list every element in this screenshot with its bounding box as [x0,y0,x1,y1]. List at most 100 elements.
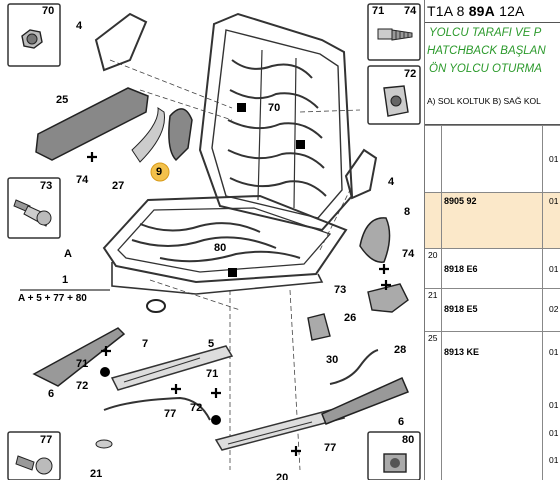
table-row[interactable]: 20 8918 E6 01 [425,248,560,288]
strap-27 [131,106,165,163]
plus-marker-icon [87,152,391,456]
callout-4-top[interactable]: 4 [76,20,83,32]
catalog-header: T1A 8 89A 12A [427,3,525,19]
code-bold: 89A [468,3,495,19]
inset-label-70: 70 [42,5,55,17]
row-quantity: 01 [549,196,559,206]
inset-label-71: 71 [372,5,385,17]
row-number: 21 [428,290,438,300]
side-trim-6-right [321,377,409,425]
parts-diagram: 70 71 74 72 73 77 80 4 25 70 74 27 9 4 8… [7,3,421,480]
side-legend: A) SOL KOLTUK B) SAĞ KOL [427,96,541,106]
parts-list-panel: T1A 8 89A 12A YOLCU TARAFI VE P HATCHBAC… [424,0,560,480]
ring-7 [146,299,166,313]
group-label-1: 1 [62,274,69,286]
part-number: 8913 KE [444,347,480,357]
seat-rails [103,345,346,451]
inset-nut-70[interactable] [7,3,61,67]
side-trim-6-left [32,327,126,387]
callout-27[interactable]: 27 [112,180,125,192]
callout-A[interactable]: A [64,248,72,260]
callout-6-right[interactable]: 6 [398,416,405,428]
row-quantity: 01 [549,264,559,274]
callout-72-mid[interactable]: 72 [190,402,203,414]
inset-bolt-77[interactable] [7,431,61,480]
callout-6-left[interactable]: 6 [48,388,55,400]
bracket-30 [307,313,331,341]
bracket-4-right [344,148,378,200]
bolt-icon [13,199,52,227]
inset-label-77: 77 [40,434,53,446]
inset-label-80: 80 [402,434,415,446]
inset-cage-nut-80[interactable] [367,431,421,480]
callout-71-mid[interactable]: 71 [206,368,219,380]
inset-label-73: 73 [40,180,53,192]
table-row[interactable]: 25 8913 KE 01 01 01 01 [425,331,560,480]
square-marker-icon [228,103,305,277]
cover-26 [367,283,409,313]
circle-marker-9 [150,162,170,182]
callout-5[interactable]: 5 [208,338,215,350]
column-divider [542,125,543,480]
callout-80[interactable]: 80 [214,242,227,254]
note-line-1: YOLCU TARAFI VE P [429,27,542,39]
table-row[interactable]: 01 [425,125,560,192]
callout-30[interactable]: 30 [326,354,339,366]
callout-28[interactable]: 28 [394,344,407,356]
header-divider [425,22,560,23]
callout-70[interactable]: 70 [268,102,281,114]
callout-74-right[interactable]: 74 [402,248,415,260]
cage-nut-icon [383,453,407,473]
row-quantity: 02 [549,304,559,314]
callout-20[interactable]: 20 [276,472,289,480]
row-number: 25 [428,333,438,343]
note-line-2: HATCHBACK BAŞLAN [427,45,546,57]
nut-icon [21,29,43,49]
row-quantity: 01 [549,347,559,357]
dot-marker-icon [100,367,221,425]
callout-4-right[interactable]: 4 [388,176,395,188]
inset-label-72: 72 [404,68,417,80]
part-number: 8918 E6 [444,264,478,274]
plate-icon [383,85,409,117]
code-suffix: 12A [499,3,525,19]
cable-28 [329,349,379,385]
group-formula: A + 5 + 77 + 80 [18,293,87,304]
table-row[interactable]: 21 8918 E5 02 [425,288,560,331]
table-row-selected[interactable]: 8905 92 01 [425,192,560,248]
row-quantity: 01 [549,400,559,410]
note-line-3: ÖN YOLCU OTURMA [429,63,542,75]
table-top-border [425,124,560,125]
screw-icon [377,28,413,41]
callout-77-right[interactable]: 77 [324,442,337,454]
side-trim-25 [35,87,149,161]
callout-layer: 70 71 74 72 73 77 80 4 25 70 74 27 9 4 8… [18,5,417,480]
part-number: 8918 E5 [444,304,478,314]
lever-9 [168,108,193,162]
callout-73[interactable]: 73 [334,284,347,296]
callout-72-left[interactable]: 72 [76,380,89,392]
callout-21[interactable]: 21 [90,468,103,480]
callout-26[interactable]: 26 [344,312,357,324]
inset-screw-71-74[interactable] [367,3,421,61]
inset-plate-72[interactable] [367,65,421,125]
inset-bolt-73[interactable] [7,177,61,239]
handle-8 [359,217,391,263]
callout-71-left[interactable]: 71 [76,358,89,370]
callout-77-left[interactable]: 77 [164,408,177,420]
callout-7[interactable]: 7 [142,338,149,350]
callout-74-left[interactable]: 74 [76,174,89,186]
callout-25[interactable]: 25 [56,94,69,106]
part-number: 8905 92 [444,196,477,206]
washer-21 [95,439,113,449]
row-number: 20 [428,250,438,260]
callout-9[interactable]: 9 [156,166,163,178]
row-quantity: 01 [549,428,559,438]
callout-8[interactable]: 8 [404,206,411,218]
seat-base-frame [102,194,348,295]
seat-exploded-view [7,3,421,480]
inset-label-74: 74 [404,5,417,17]
column-divider [441,125,442,480]
row-quantity: 01 [549,154,559,164]
row-quantity: 01 [549,455,559,465]
